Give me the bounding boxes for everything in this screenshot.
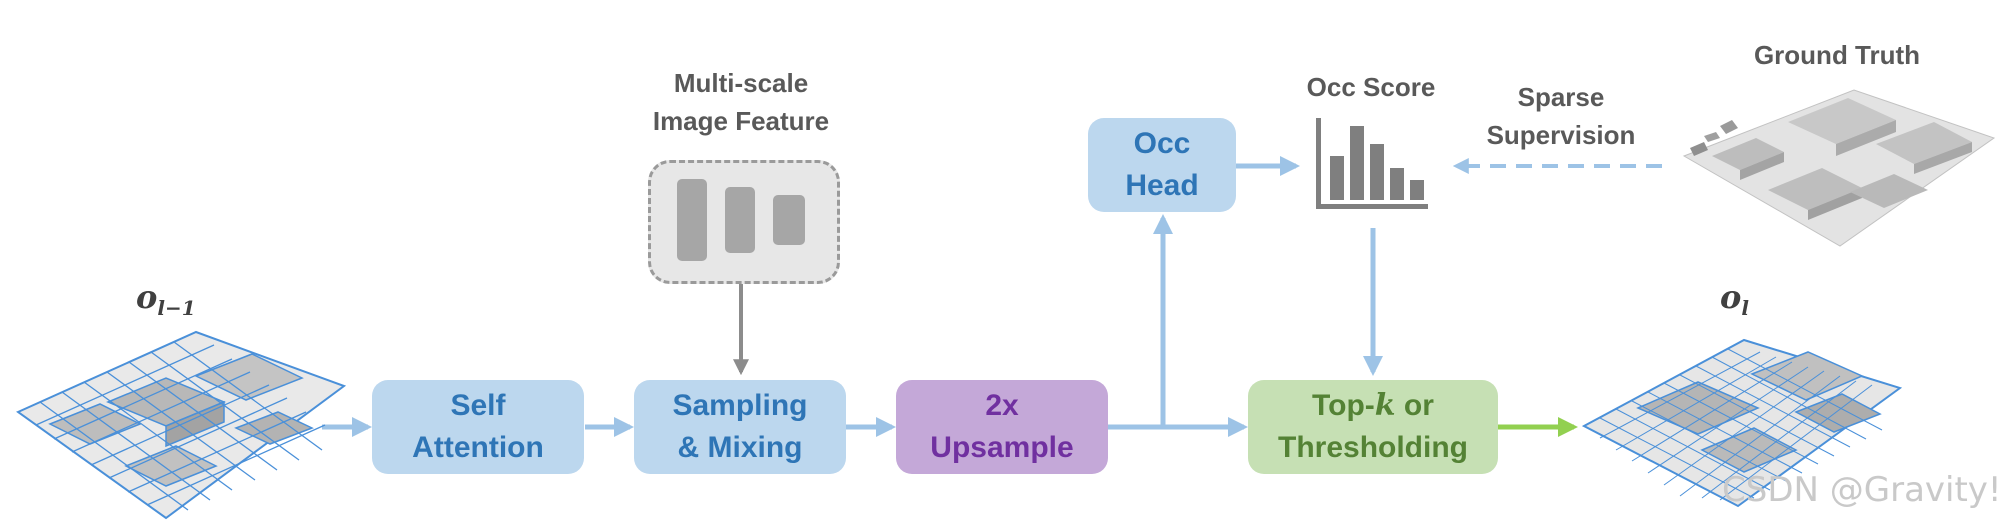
- voxel-grid-icon: [1582, 338, 1902, 508]
- topk-suffix: or: [1395, 389, 1434, 422]
- input-occupancy-label: ol−1: [136, 278, 196, 320]
- feature-map-medium: [725, 187, 755, 253]
- voxel-grid-icon: [16, 330, 346, 520]
- upsample-block: 2x Upsample: [896, 380, 1108, 474]
- occ-head-block: Occ Head: [1088, 118, 1236, 212]
- self-attention-line1: Self: [450, 389, 506, 422]
- upsample-line2: Upsample: [930, 431, 1074, 464]
- input-occupancy-sub: l−1: [157, 296, 196, 320]
- topk-line2: Thresholding: [1278, 431, 1468, 464]
- bar-chart-icon: [1316, 118, 1428, 209]
- sampling-mixing-line2: & Mixing: [677, 431, 803, 464]
- ground-truth-label: Ground Truth: [1753, 40, 1921, 70]
- sampling-mixing-block: Sampling & Mixing: [634, 380, 846, 474]
- multiscale-label-line1: Multi-scale: [673, 68, 809, 98]
- multiscale-feature-box: [648, 160, 840, 284]
- topk-threshold-block: Top-k or Thresholding: [1248, 380, 1498, 474]
- multiscale-feature-label: Multi-scale Image Feature: [628, 64, 854, 140]
- output-occupancy-base: o: [1720, 278, 1742, 316]
- voxel-scene-icon: [1682, 89, 1996, 247]
- topk-prefix: Top-: [1312, 389, 1375, 422]
- occ-head-line2: Head: [1125, 169, 1199, 202]
- feature-map-small: [773, 195, 805, 245]
- sparse-label-line1: Sparse: [1517, 82, 1605, 112]
- multiscale-label-line2: Image Feature: [652, 106, 830, 136]
- sparse-label-line2: Supervision: [1486, 120, 1636, 150]
- occ-head-line1: Occ: [1133, 127, 1191, 160]
- output-occupancy-label: ol: [1720, 278, 1749, 320]
- topk-variable: k: [1374, 388, 1396, 423]
- feature-map-large: [677, 179, 707, 261]
- input-occupancy-base: o: [136, 278, 158, 316]
- output-occupancy-sub: l: [1741, 296, 1749, 320]
- self-attention-block: Self Attention: [372, 380, 584, 474]
- upsample-line1: 2x: [985, 389, 1019, 422]
- self-attention-line2: Attention: [412, 431, 544, 464]
- sampling-mixing-line1: Sampling: [672, 389, 808, 422]
- topk-line1: Top-k or: [1312, 385, 1434, 427]
- watermark: CSDN @Gravity!: [1722, 470, 2002, 510]
- occ-score-label: Occ Score: [1306, 72, 1436, 102]
- sparse-supervision-label: Sparse Supervision: [1476, 78, 1646, 154]
